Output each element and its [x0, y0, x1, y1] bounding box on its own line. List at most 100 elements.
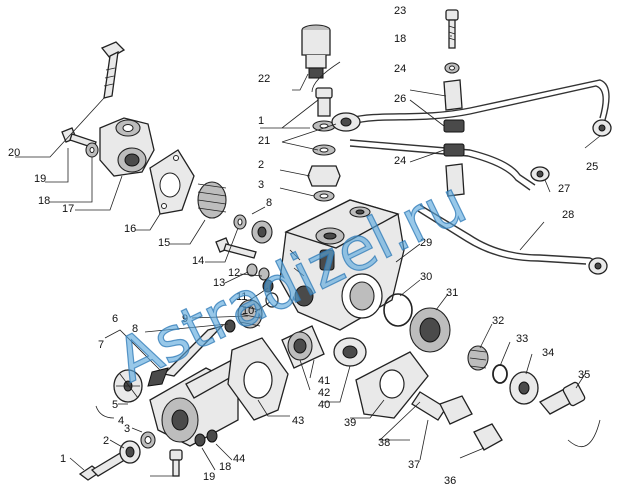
callout-32: 32: [492, 315, 504, 327]
callout-26: 26: [394, 93, 406, 105]
callout-18: 18: [38, 195, 50, 207]
nut-2-top: [307, 165, 341, 187]
callout-44: 44: [233, 453, 245, 465]
washer-18-top: [444, 62, 460, 74]
seal-14: [233, 214, 247, 230]
arrow-35: [567, 419, 601, 447]
callout-43: 43: [292, 415, 304, 427]
callout-12: 12: [228, 267, 240, 279]
callout-4: 4: [118, 415, 124, 427]
ring-33: [492, 364, 508, 384]
plunger-35: [538, 381, 586, 415]
callout-33: 33: [516, 333, 528, 345]
callout-25: 25: [586, 161, 598, 173]
ring-3-top: [313, 190, 335, 202]
nut-2-bottom: [119, 440, 141, 464]
callout-35: 35: [578, 369, 590, 381]
callout-23: 23: [394, 5, 406, 17]
callout-24-top: 24: [394, 63, 406, 75]
washer-18-left: [85, 142, 99, 158]
callout-22: 22: [258, 73, 270, 85]
bolt-1-top: [315, 87, 333, 117]
callout-20: 20: [8, 147, 20, 159]
callout-28: 28: [562, 209, 574, 221]
callout-18-bottom: 18: [219, 461, 231, 473]
callout-38: 38: [378, 437, 390, 449]
ring-11: [262, 279, 274, 293]
disk-34: [509, 371, 539, 405]
callout-2-bottom: 2: [103, 435, 109, 447]
callout-41: 41: [318, 375, 330, 387]
pipe-27: [349, 139, 550, 191]
spring-31: [409, 307, 451, 353]
washer-12: [246, 263, 270, 281]
callout-9: 9: [182, 313, 188, 325]
spring-32: [467, 345, 489, 371]
callout-31: 31: [446, 287, 458, 299]
gear-40: [333, 337, 367, 367]
plunger-6: [147, 324, 225, 387]
pipe-28: [417, 204, 608, 275]
callout-3-top: 3: [258, 179, 264, 191]
banjo-21: [331, 112, 361, 132]
gasket-16: [149, 149, 195, 215]
callout-6: 6: [112, 313, 118, 325]
washers-21: [312, 120, 336, 156]
callout-11: 11: [236, 291, 247, 303]
nut-36: [473, 423, 503, 451]
callout-19: 19: [34, 173, 46, 185]
callout-2-top: 2: [258, 159, 264, 171]
callout-14: 14: [192, 255, 204, 267]
ring-10: [265, 292, 279, 308]
callout-39: 39: [344, 417, 356, 429]
callout-8: 8: [132, 323, 138, 335]
callout-37: 37: [408, 459, 420, 471]
washers-18-44: [194, 429, 218, 447]
callout-27: 27: [558, 183, 570, 195]
o-ring-30: [383, 293, 413, 327]
clip-24-bottom: [445, 163, 465, 197]
plug-8-upper: [251, 220, 273, 244]
valve-37: [411, 391, 473, 425]
housing-29: [279, 199, 405, 331]
bolt-20: [100, 41, 126, 99]
flange-17: [99, 117, 155, 177]
sleeve-42: [281, 325, 325, 369]
valve-22: [301, 24, 331, 79]
plate-39: [355, 351, 429, 419]
ring-3-bottom: [140, 431, 156, 449]
arrow-4: [95, 405, 115, 419]
spring-9-8: [224, 299, 263, 333]
leader-lines: [15, 35, 601, 477]
callout-15: 15: [158, 237, 170, 249]
callout-36: 36: [444, 475, 456, 487]
callout-30: 30: [420, 271, 432, 283]
clamp-26: [443, 119, 465, 157]
callout-labels: 20 19 18 17 16 15 14 8 13 12 11 10 9 8 6…: [8, 5, 598, 487]
callout-1-top: 1: [258, 115, 264, 127]
callout-5: 5: [112, 399, 118, 411]
plate-5: [113, 369, 143, 403]
callout-19-bottom: 19: [203, 471, 215, 483]
callout-1-bottom: 1: [60, 453, 66, 465]
callout-21: 21: [258, 135, 270, 147]
callout-8-top: 8: [266, 197, 272, 209]
callout-29: 29: [420, 237, 432, 249]
callout-42: 42: [318, 387, 330, 399]
clip-24-top: [443, 79, 463, 111]
cover-body: [149, 359, 241, 447]
bolt-13: [215, 237, 257, 259]
callout-13: 13: [213, 277, 225, 289]
callout-18-top: 18: [394, 33, 406, 45]
callout-7: 7: [98, 339, 104, 351]
callout-40: 40: [318, 399, 330, 411]
bolt-19-bottom: [169, 449, 183, 477]
spring-15: [197, 181, 227, 219]
bolt-23: [445, 9, 459, 49]
callout-3-bottom: 3: [124, 423, 130, 435]
arrow-22: [311, 61, 341, 93]
callout-24-bottom: 24: [394, 155, 406, 167]
callout-16: 16: [124, 223, 136, 235]
